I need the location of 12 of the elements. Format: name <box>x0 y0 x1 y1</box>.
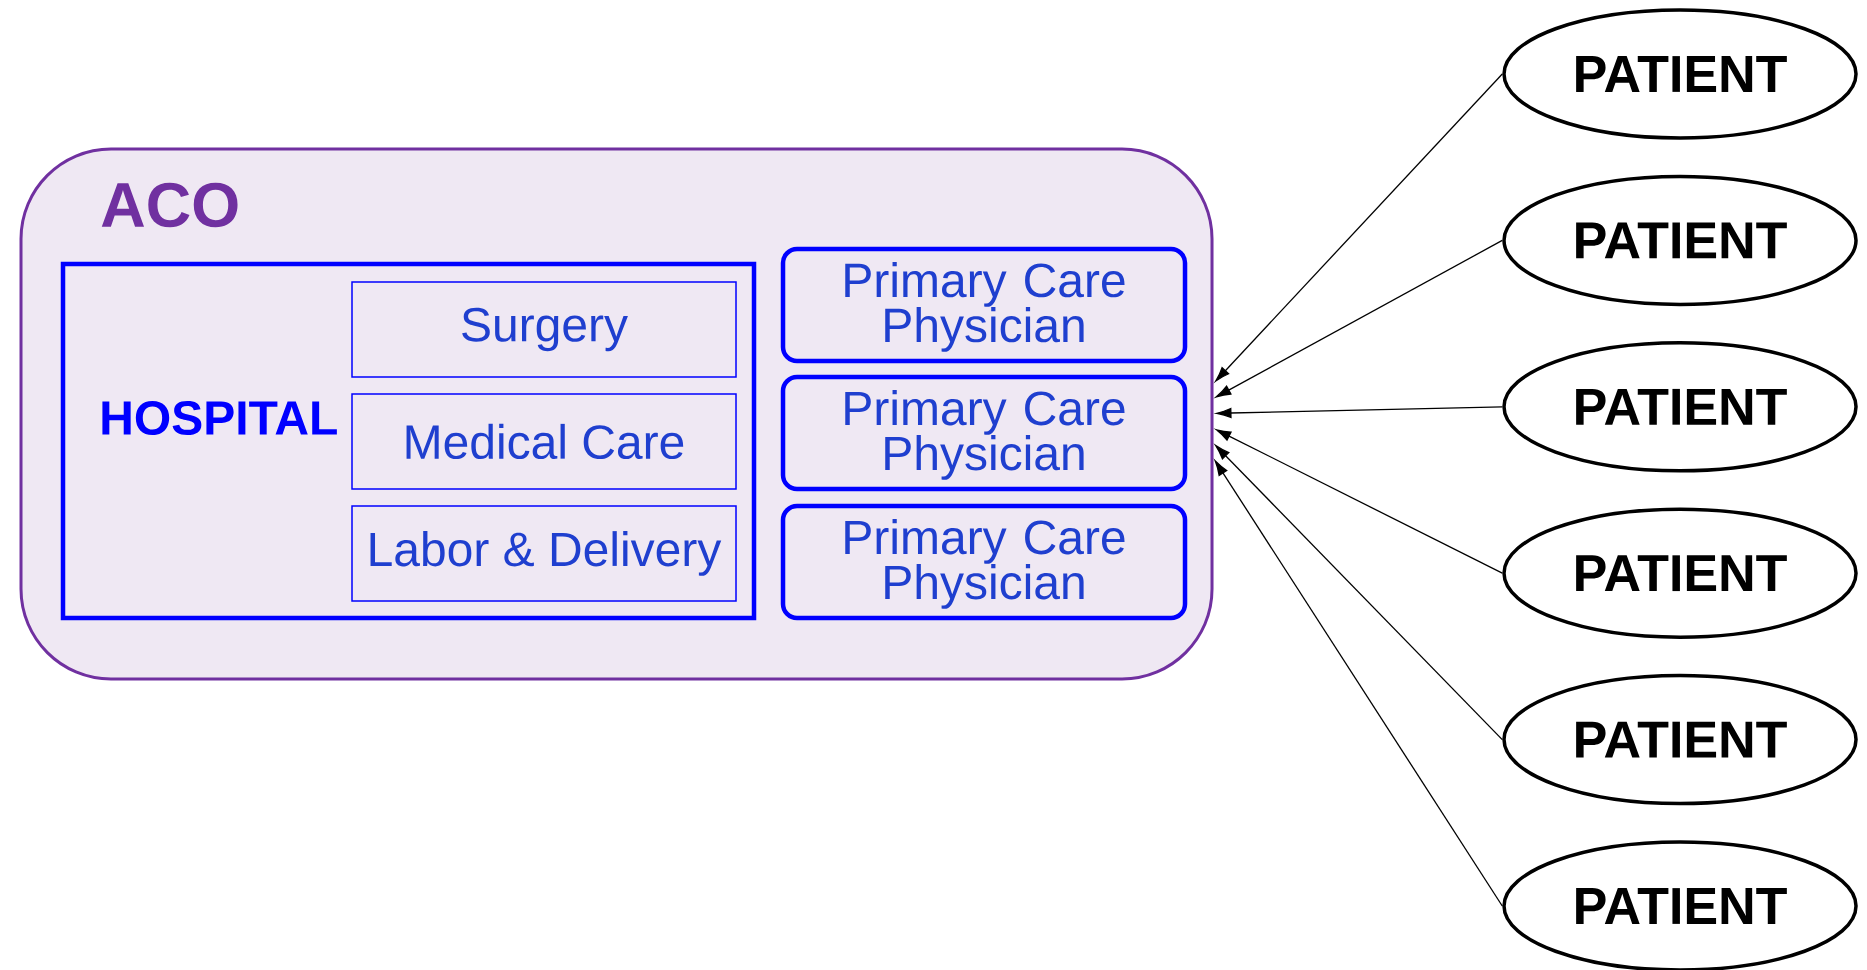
arrow <box>1215 445 1503 741</box>
department-box: Labor & Delivery <box>351 505 737 602</box>
arrow <box>1214 460 1503 907</box>
physician-box: Primary Care Physician <box>780 246 1188 364</box>
physician-box: Primary Care Physician <box>780 374 1188 492</box>
department-box: Surgery <box>351 281 737 378</box>
arrow <box>1215 73 1503 382</box>
arrow <box>1216 406 1503 419</box>
physician-box: Primary Care Physician <box>780 503 1188 621</box>
arrow <box>1215 429 1503 574</box>
department-box: Medical Care <box>351 393 737 490</box>
arrow <box>1215 239 1503 398</box>
